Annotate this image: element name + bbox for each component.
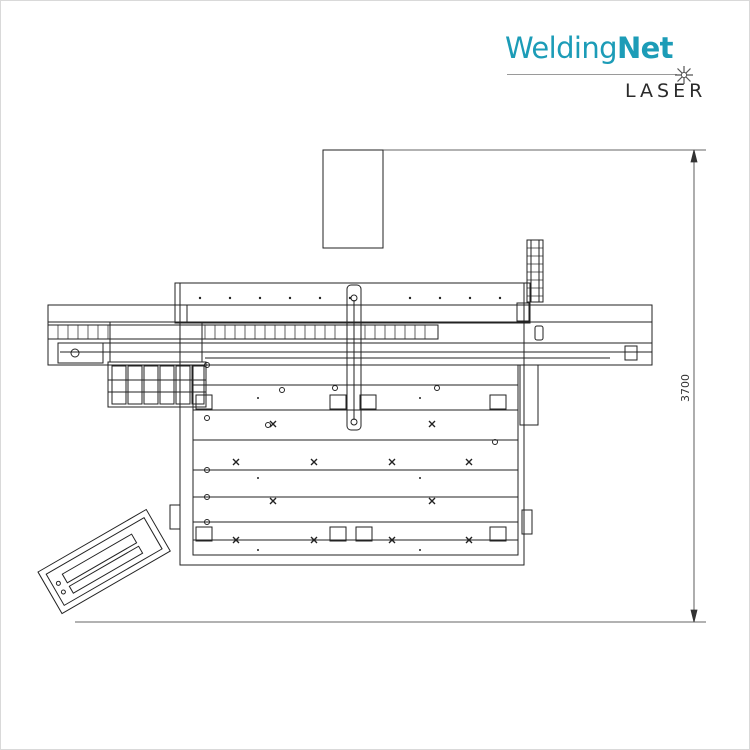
welding-power-source (37, 508, 171, 615)
laser-spark-icon (675, 66, 693, 84)
left-support (169, 504, 181, 530)
x-markers (232, 420, 473, 544)
control-cabinet (322, 149, 384, 249)
logo-word-bold: Net (616, 31, 674, 65)
rail-bracket-left (174, 304, 188, 324)
side-column (519, 364, 539, 426)
gantry-arm (346, 284, 362, 431)
logo-wordmark: WeldingNet (505, 30, 674, 66)
horizontal-cable-chain (47, 324, 439, 340)
rail-end-block (624, 345, 638, 361)
rail-stopper (534, 325, 544, 341)
clamp-blocks (195, 394, 507, 542)
rear-beam (174, 282, 531, 324)
table-holes (204, 362, 498, 525)
rail-bracket-right (516, 302, 530, 322)
logo-word-light: Welding (505, 31, 618, 65)
carriage-body (109, 321, 203, 363)
weldingnet-laser-logo: WeldingNet LASER (505, 30, 710, 102)
table-dots (257, 397, 421, 551)
rail-left-block (57, 342, 104, 364)
dimension-label: 3700 (679, 374, 692, 402)
dimension-3700 (75, 149, 706, 623)
gantry-rail (47, 304, 653, 366)
rear-beam-holes (198, 296, 502, 300)
right-support (521, 509, 533, 535)
head-valve-block (107, 361, 207, 408)
logo-underline (507, 74, 677, 75)
logo-subtitle: LASER (625, 80, 707, 102)
vertical-cable-chain (526, 239, 544, 303)
